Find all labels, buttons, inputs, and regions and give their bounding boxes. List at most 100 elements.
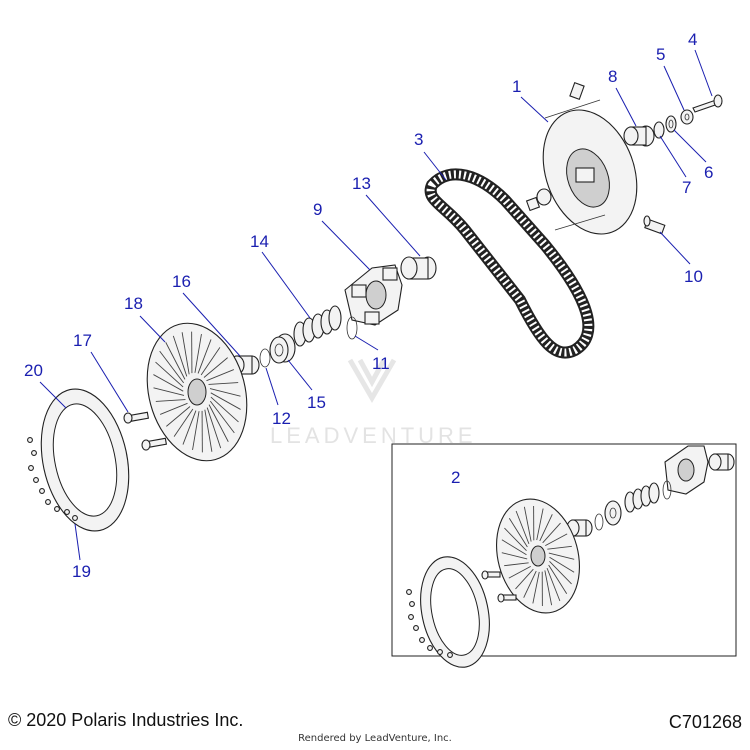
sheave-fin [210, 396, 239, 423]
callout-13: 13 [352, 174, 371, 193]
part-18-driven-sheave[interactable] [133, 312, 262, 472]
part-nut-center [525, 188, 552, 212]
sheave-fin [515, 568, 534, 590]
screw [409, 601, 415, 607]
callout-12: 12 [272, 409, 291, 428]
sheave-fin [539, 514, 553, 542]
part-5-washer[interactable] [680, 109, 694, 125]
part-4-bolt[interactable] [692, 94, 723, 113]
part-13-bushing[interactable] [400, 256, 437, 280]
callout-14: 14 [250, 232, 269, 251]
sheave-fin [536, 508, 544, 541]
callout-5: 5 [656, 45, 665, 64]
sheave-fin [182, 410, 197, 445]
screw [447, 652, 453, 658]
screw [27, 437, 33, 443]
part-8-bushing[interactable] [623, 125, 655, 147]
part-17-bolts[interactable] [123, 411, 168, 451]
sheave-fin [206, 369, 235, 382]
sheave-fin [523, 506, 532, 542]
callout-2: 2 [451, 468, 460, 487]
screw [54, 506, 60, 512]
sheave-fin [197, 339, 212, 374]
sheave-fin [515, 510, 530, 545]
sheave-fin [159, 350, 185, 384]
sheave-fin [547, 545, 572, 550]
part-6-washer[interactable] [665, 115, 677, 133]
part-3-drive-belt[interactable] [424, 168, 595, 359]
sheave-fin [209, 400, 235, 434]
screw [45, 499, 51, 505]
callout-7: 7 [682, 178, 691, 197]
sheave-fin [542, 522, 561, 544]
callout-18: 18 [124, 294, 143, 313]
sheave-fin [545, 533, 568, 547]
callout-8: 8 [608, 67, 617, 86]
callout-10: 10 [684, 267, 703, 286]
sheave-fin [165, 342, 186, 380]
screw [406, 589, 412, 595]
sheave-fin [548, 564, 568, 594]
inset-assembly-2[interactable] [391, 443, 737, 674]
sheave-fin [166, 406, 191, 427]
part-10-fitting[interactable] [643, 215, 666, 235]
callout-16: 16 [172, 272, 191, 291]
sheave-fin [155, 361, 184, 388]
sheave-fin [504, 527, 527, 551]
rendered-by-text: Rendered by LeadVenture, Inc. [298, 733, 452, 744]
callout-11: 11 [372, 354, 390, 373]
screw [31, 450, 37, 456]
sheave-fin [192, 411, 200, 450]
diagram-code: C701268 [668, 712, 742, 732]
sheave-fin [172, 335, 188, 377]
sheave-fin [206, 407, 222, 449]
sheave-fin [504, 562, 529, 567]
part-20-gasket[interactable] [29, 381, 141, 539]
part-7-spacer[interactable] [653, 121, 665, 139]
callouts: 1 2 3 4 5 6 7 8 9 10 11 12 13 14 15 16 1… [24, 30, 713, 581]
sheave-fin [208, 382, 239, 385]
screw [33, 477, 39, 483]
sheave-fin [208, 404, 229, 442]
screw [427, 645, 433, 651]
sheave-fin [544, 570, 553, 606]
sheave-fin [546, 567, 561, 602]
sheave-fin [532, 571, 540, 604]
copyright-text: © 2020 Polaris Industries Inc. [8, 710, 244, 730]
sheave-fin [181, 332, 190, 375]
part-15-retainer[interactable] [269, 333, 296, 364]
screw [72, 515, 78, 521]
sheave-fin [194, 334, 202, 373]
part-19-screws[interactable] [27, 437, 78, 521]
sheave-fin [549, 556, 575, 573]
screw [413, 625, 419, 631]
sheave-fin [501, 539, 527, 556]
callout-9: 9 [313, 200, 322, 219]
part-14-spring[interactable] [293, 305, 342, 347]
screw [28, 465, 34, 471]
sheave-fin [549, 561, 572, 585]
callout-15: 15 [307, 393, 326, 412]
callout-1: 1 [512, 77, 521, 96]
part-bolt-top [569, 82, 585, 100]
sheave-fin [508, 518, 528, 548]
part-9-spider[interactable] [344, 264, 403, 326]
part-12-snap-ring[interactable] [259, 348, 271, 368]
sheave-fin [204, 409, 213, 452]
sheave-fin [173, 408, 194, 437]
callout-6: 6 [704, 163, 713, 182]
screw [64, 509, 70, 515]
screw [39, 488, 45, 494]
part-11-snap-ring[interactable] [346, 316, 358, 340]
sheave-fin [159, 402, 188, 415]
sheave-fin [200, 347, 221, 376]
sheave-fin [209, 388, 241, 397]
sheave-fin [153, 374, 184, 392]
sheave-fin [508, 565, 531, 579]
screw [437, 649, 443, 655]
part-1-drive-sheave[interactable] [527, 97, 653, 247]
screw [419, 637, 425, 643]
callout-3: 3 [414, 130, 423, 149]
